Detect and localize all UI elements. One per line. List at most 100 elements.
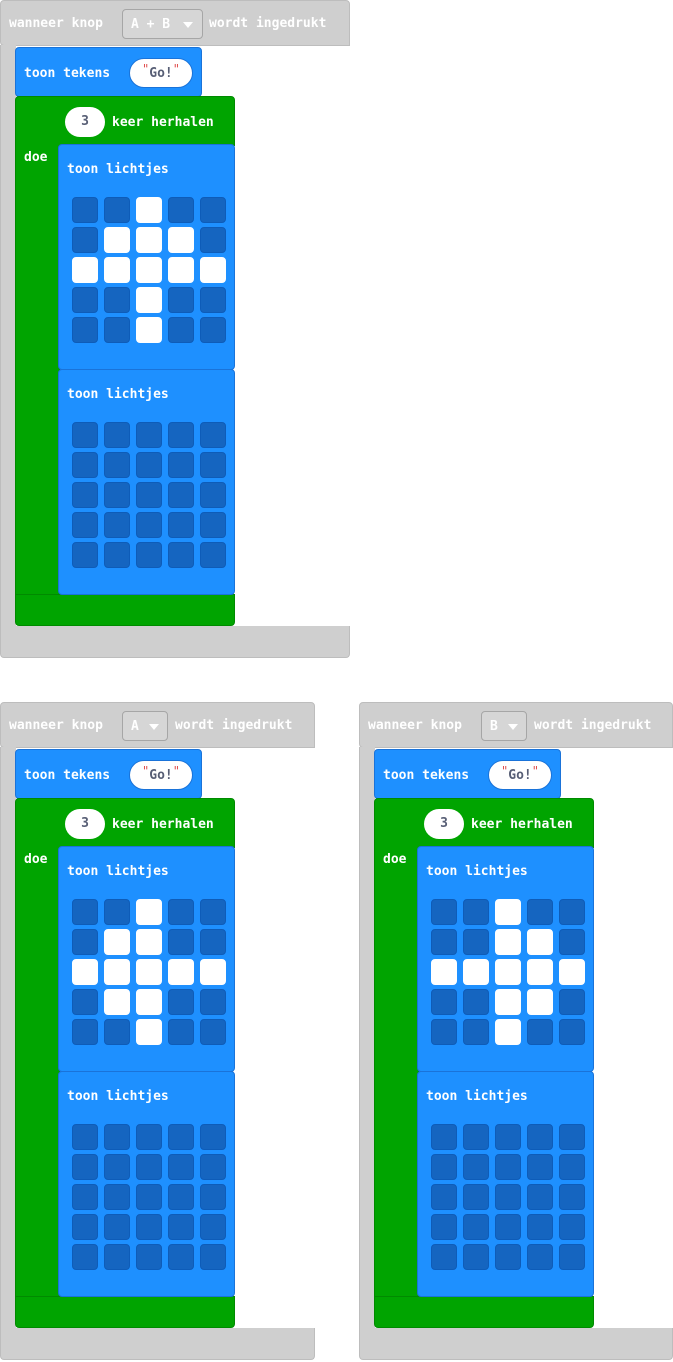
- show-leds-block-2[interactable]: toon lichtjes: [58, 369, 235, 595]
- led-cell[interactable]: [72, 227, 98, 253]
- led-cell[interactable]: [200, 197, 226, 223]
- led-cell[interactable]: [463, 1124, 489, 1150]
- led-cell[interactable]: [168, 1124, 194, 1150]
- led-cell[interactable]: [559, 1184, 585, 1210]
- led-cell[interactable]: [559, 1214, 585, 1240]
- led-cell[interactable]: [431, 1019, 457, 1045]
- led-cell[interactable]: [104, 422, 130, 448]
- led-cell[interactable]: [559, 899, 585, 925]
- led-cell[interactable]: [104, 1019, 130, 1045]
- led-cell[interactable]: [559, 1019, 585, 1045]
- event-block[interactable]: wanneer knop B wordt ingedrukt: [359, 702, 673, 748]
- led-cell[interactable]: [168, 929, 194, 955]
- repeat-block-head[interactable]: 3 keer herhalen: [15, 798, 235, 848]
- led-cell[interactable]: [168, 227, 194, 253]
- show-leds-block-1[interactable]: toon lichtjes: [417, 846, 594, 1072]
- led-cell[interactable]: [104, 1154, 130, 1180]
- led-cell[interactable]: [168, 482, 194, 508]
- led-cell[interactable]: [136, 899, 162, 925]
- repeat-count-input[interactable]: 3: [424, 809, 464, 839]
- led-cell[interactable]: [136, 1244, 162, 1270]
- led-cell[interactable]: [200, 1244, 226, 1270]
- led-cell[interactable]: [136, 257, 162, 283]
- led-cell[interactable]: [136, 287, 162, 313]
- led-cell[interactable]: [495, 1244, 521, 1270]
- led-cell[interactable]: [104, 257, 130, 283]
- led-cell[interactable]: [72, 422, 98, 448]
- led-cell[interactable]: [168, 989, 194, 1015]
- led-cell[interactable]: [72, 542, 98, 568]
- led-cell[interactable]: [527, 989, 553, 1015]
- led-cell[interactable]: [527, 1214, 553, 1240]
- led-cell[interactable]: [200, 1019, 226, 1045]
- led-cell[interactable]: [136, 542, 162, 568]
- led-cell[interactable]: [431, 1244, 457, 1270]
- led-cell[interactable]: [200, 989, 226, 1015]
- led-cell[interactable]: [495, 989, 521, 1015]
- led-cell[interactable]: [463, 1019, 489, 1045]
- led-cell[interactable]: [495, 959, 521, 985]
- led-cell[interactable]: [431, 1124, 457, 1150]
- led-cell[interactable]: [559, 1124, 585, 1150]
- button-dropdown[interactable]: A: [122, 711, 168, 741]
- led-cell[interactable]: [104, 287, 130, 313]
- led-cell[interactable]: [104, 482, 130, 508]
- led-cell[interactable]: [104, 452, 130, 478]
- led-cell[interactable]: [168, 1019, 194, 1045]
- led-cell[interactable]: [495, 929, 521, 955]
- led-cell[interactable]: [168, 542, 194, 568]
- event-block[interactable]: wanneer knop A + B wordt ingedrukt: [0, 0, 350, 46]
- led-cell[interactable]: [72, 197, 98, 223]
- repeat-count-input[interactable]: 3: [65, 107, 105, 137]
- led-cell[interactable]: [200, 1124, 226, 1150]
- led-cell[interactable]: [136, 452, 162, 478]
- led-cell[interactable]: [72, 1124, 98, 1150]
- led-cell[interactable]: [200, 452, 226, 478]
- led-cell[interactable]: [136, 512, 162, 538]
- led-cell[interactable]: [104, 1214, 130, 1240]
- led-cell[interactable]: [136, 989, 162, 1015]
- led-cell[interactable]: [527, 899, 553, 925]
- led-cell[interactable]: [559, 989, 585, 1015]
- string-input[interactable]: "Go!": [129, 760, 193, 790]
- led-cell[interactable]: [72, 899, 98, 925]
- led-cell[interactable]: [104, 542, 130, 568]
- led-cell[interactable]: [72, 317, 98, 343]
- led-cell[interactable]: [104, 1124, 130, 1150]
- led-cell[interactable]: [431, 899, 457, 925]
- led-cell[interactable]: [431, 989, 457, 1015]
- led-cell[interactable]: [463, 989, 489, 1015]
- led-cell[interactable]: [168, 257, 194, 283]
- led-cell[interactable]: [463, 899, 489, 925]
- led-cell[interactable]: [168, 1184, 194, 1210]
- led-cell[interactable]: [200, 959, 226, 985]
- show-leds-block-2[interactable]: toon lichtjes: [417, 1071, 594, 1297]
- led-cell[interactable]: [72, 452, 98, 478]
- event-block[interactable]: wanneer knop A wordt ingedrukt: [0, 702, 315, 748]
- led-cell[interactable]: [168, 512, 194, 538]
- led-cell[interactable]: [495, 1214, 521, 1240]
- led-cell[interactable]: [136, 959, 162, 985]
- led-cell[interactable]: [495, 1019, 521, 1045]
- led-cell[interactable]: [72, 482, 98, 508]
- led-cell[interactable]: [200, 899, 226, 925]
- show-string-block[interactable]: toon tekens "Go!": [374, 749, 561, 799]
- led-cell[interactable]: [104, 899, 130, 925]
- led-cell[interactable]: [431, 1184, 457, 1210]
- led-cell[interactable]: [104, 989, 130, 1015]
- led-cell[interactable]: [104, 317, 130, 343]
- led-cell[interactable]: [168, 287, 194, 313]
- led-cell[interactable]: [559, 1154, 585, 1180]
- led-cell[interactable]: [200, 317, 226, 343]
- led-cell[interactable]: [527, 1019, 553, 1045]
- led-cell[interactable]: [559, 929, 585, 955]
- show-string-block[interactable]: toon tekens "Go!": [15, 47, 202, 97]
- led-cell[interactable]: [495, 1124, 521, 1150]
- button-dropdown[interactable]: B: [481, 711, 527, 741]
- show-leds-block-1[interactable]: toon lichtjes: [58, 846, 235, 1072]
- led-cell[interactable]: [527, 1124, 553, 1150]
- led-cell[interactable]: [136, 1154, 162, 1180]
- string-input[interactable]: "Go!": [488, 760, 552, 790]
- led-cell[interactable]: [168, 422, 194, 448]
- led-cell[interactable]: [168, 197, 194, 223]
